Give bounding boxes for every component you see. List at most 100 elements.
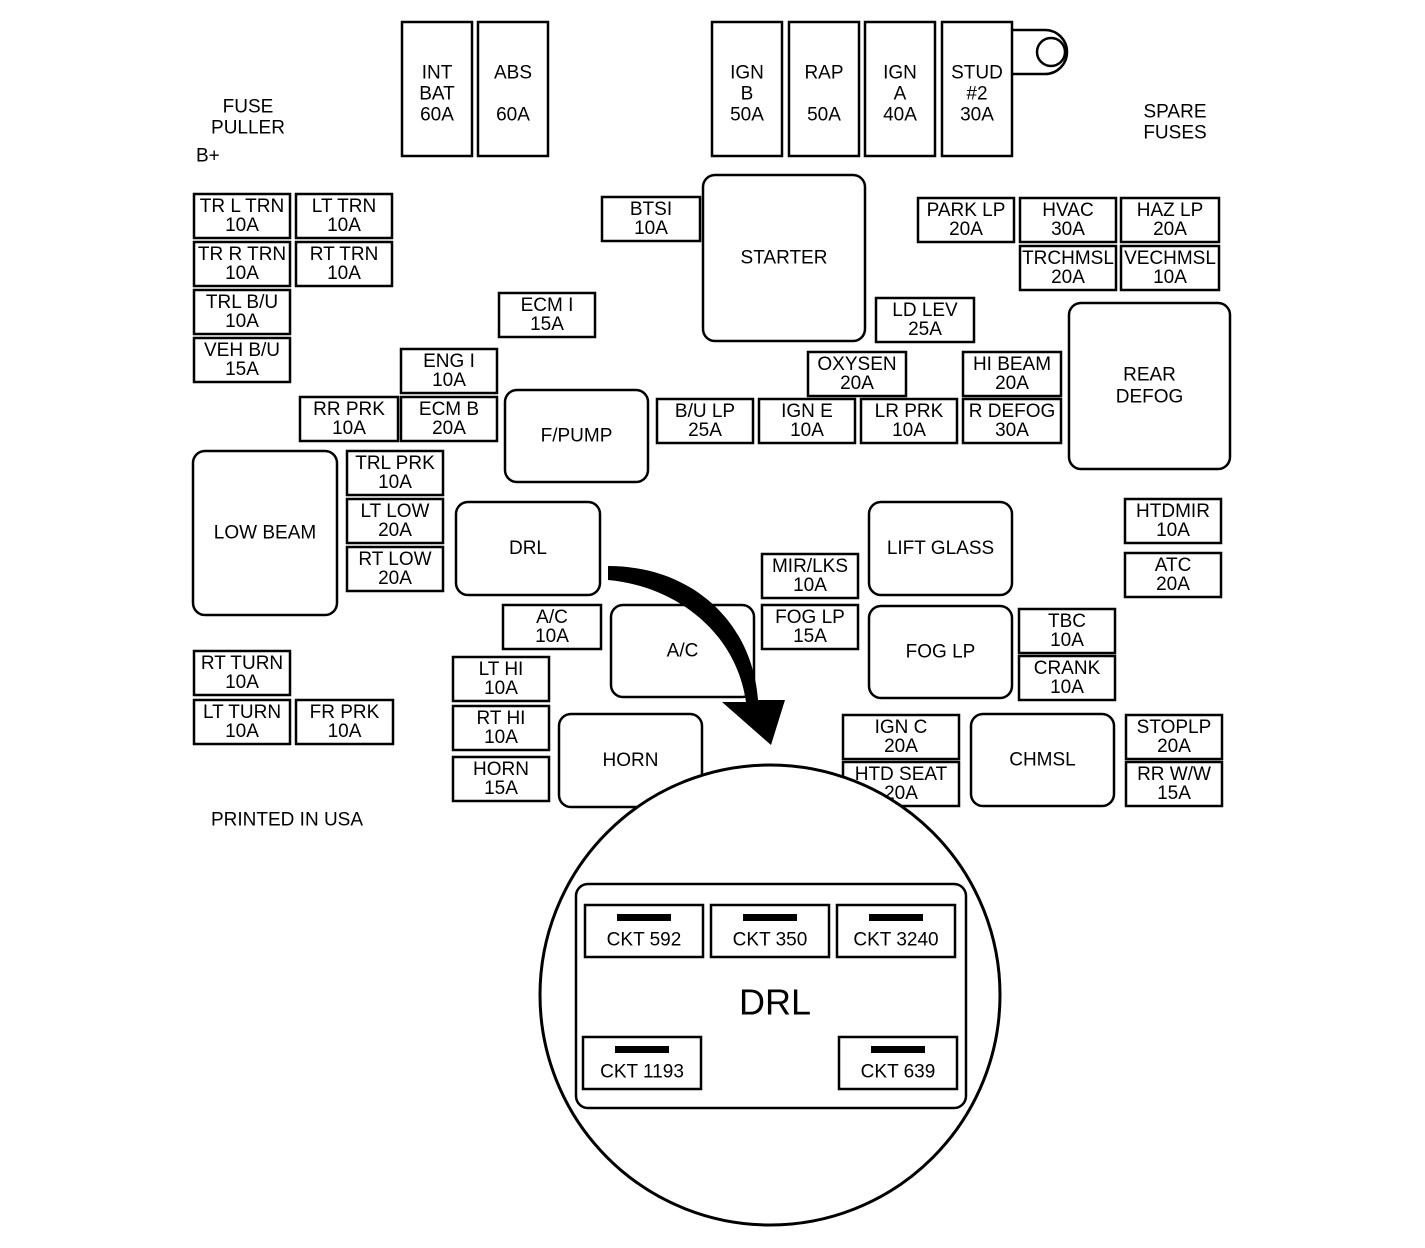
lr-prk-line-1: LR PRK xyxy=(875,401,944,422)
trl-prk-line-2: 10A xyxy=(378,472,412,493)
chmsl-relay-outline xyxy=(969,712,1116,808)
a-c-fuse-line-1: A/C xyxy=(536,607,568,628)
veh-b-u-fuse-outline xyxy=(192,336,292,384)
trl-prk-fuse-outline xyxy=(345,449,445,497)
lt-hi-line-1: LT HI xyxy=(479,659,524,680)
low-beam-relay-outline xyxy=(191,449,339,617)
fuse-puller-label-line-1: FUSE xyxy=(223,97,274,118)
ckt-592-terminal: CKT 592 xyxy=(583,903,705,959)
ckt-3240-label: CKT 3240 xyxy=(853,930,938,951)
ign-c-line-2: 20A xyxy=(884,736,918,757)
hi-beam-fuse-outline xyxy=(961,350,1063,398)
f-pump-line-1: F/PUMP xyxy=(541,426,613,447)
tr-l-trn-line-1: TR L TRN xyxy=(200,196,284,217)
lift-glass-line-1: LIFT GLASS xyxy=(887,538,994,559)
rr-w-w-fuse-outline xyxy=(1124,760,1224,808)
tr-l-trn-line-2: 10A xyxy=(225,215,259,236)
ecm-b-line-2: 20A xyxy=(432,418,466,439)
htdmir-fuse-outline xyxy=(1123,497,1223,545)
rr-w-w-line-1: RR W/W xyxy=(1137,764,1211,785)
ecm-b-line-1: ECM B xyxy=(419,399,479,420)
ckt-592-label: CKT 592 xyxy=(607,930,682,951)
a-c-relay-line-1: A/C xyxy=(667,641,699,662)
chmsl-line-1: CHMSL xyxy=(1009,750,1076,771)
f-pump-relay-outline xyxy=(503,388,650,484)
ign-c-fuse-outline xyxy=(841,713,961,761)
lt-trn-line-1: LT TRN xyxy=(312,196,376,217)
low-beam-line-1: LOW BEAM xyxy=(214,523,316,544)
stud-2-line-3: 30A xyxy=(960,105,994,126)
ckt-3240-terminal: CKT 3240 xyxy=(835,903,957,959)
rear-defog-line-1: REAR xyxy=(1123,365,1176,386)
int-bat-line-1: INT xyxy=(422,63,453,84)
ckt-639-blade-slot xyxy=(871,1046,925,1053)
b-u-lp-line-2: 25A xyxy=(688,420,722,441)
a-c-fuse-line-2: 10A xyxy=(535,626,569,647)
rt-turn-line-2: 10A xyxy=(225,672,259,693)
ecm-i-line-1: ECM I xyxy=(521,295,574,316)
tr-r-trn-line-2: 10A xyxy=(225,263,259,284)
starter-relay: STARTER xyxy=(701,173,867,343)
eng-i-line-2: 10A xyxy=(432,370,466,391)
ign-c-line-1: IGN C xyxy=(875,717,928,738)
htd-seat-line-1: HTD SEAT xyxy=(855,764,948,785)
rt-low-fuse-outline xyxy=(345,545,445,593)
rear-defog-line-2: DEFOG xyxy=(1116,387,1184,408)
r-defog-fuse-outline xyxy=(961,397,1063,445)
park-lp-fuse-outline xyxy=(916,196,1016,244)
trchmsl-fuse-outline xyxy=(1018,244,1118,292)
int-bat-line-2: BAT xyxy=(419,84,455,105)
lt-low-line-2: 20A xyxy=(378,520,412,541)
veh-b-u-line-2: 15A xyxy=(225,359,259,380)
stud-2-line-1: STUD xyxy=(951,63,1003,84)
atc-fuse-outline xyxy=(1123,551,1223,599)
ld-lev-fuse-outline xyxy=(874,296,976,344)
rt-trn-fuse-outline xyxy=(294,240,394,288)
park-lp-line-2: 20A xyxy=(949,219,983,240)
detail-title: DRL xyxy=(739,982,811,1023)
hi-beam-line-1: HI BEAM xyxy=(973,354,1051,375)
chmsl-relay: CHMSL xyxy=(969,712,1116,808)
stud-2-line-2: #2 xyxy=(966,84,987,105)
ckt-1193-label: CKT 1193 xyxy=(600,1062,684,1083)
ign-b-line-1: IGN xyxy=(730,63,764,84)
rt-turn-fuse-outline xyxy=(192,649,292,697)
lt-trn-fuse-outline xyxy=(294,192,394,240)
ign-a-line-3: 40A xyxy=(883,105,917,126)
rt-turn-line-1: RT TURN xyxy=(201,653,283,674)
stud-ring-icon xyxy=(1012,28,1069,76)
spare-fuses-label-line-1: SPARE xyxy=(1143,102,1206,123)
printed-in-usa-label-line-1: PRINTED IN USA xyxy=(211,810,363,831)
stud-2-fuse-outline xyxy=(940,20,1014,158)
ckt-350-terminal: CKT 350 xyxy=(709,903,831,959)
spare-fuses-label-line-2: FUSES xyxy=(1143,123,1206,144)
stoplp-line-1: STOPLP xyxy=(1137,717,1212,738)
atc-line-2: 20A xyxy=(1156,574,1190,595)
ecm-b-fuse-outline xyxy=(399,395,499,443)
oxysen-line-1: OXYSEN xyxy=(817,354,896,375)
drl-line-1: DRL xyxy=(509,538,547,559)
horn-fuse-line-2: 15A xyxy=(484,778,518,799)
f-pump-relay: F/PUMP xyxy=(503,388,650,484)
ckt-1193-terminal: CKT 1193 xyxy=(581,1035,703,1091)
r-defog-line-2: 30A xyxy=(995,420,1029,441)
mir-lks-line-1: MIR/LKS xyxy=(772,556,848,577)
